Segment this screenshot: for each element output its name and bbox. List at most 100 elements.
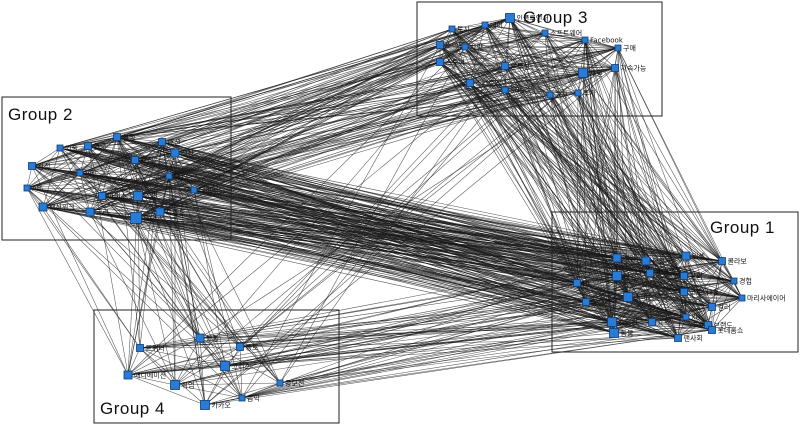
edge-577 — [504, 65, 679, 339]
edge-1026 — [224, 365, 243, 399]
node-label: 소프트웨어 — [550, 29, 582, 38]
node-marker — [461, 43, 469, 51]
edge-762 — [79, 46, 466, 174]
node-marker — [612, 253, 622, 263]
edge-914 — [127, 24, 486, 376]
edge-559 — [613, 67, 616, 334]
node-g3-0: 인플루언서 — [505, 13, 549, 23]
node-marker — [38, 202, 48, 212]
edge-592 — [89, 211, 713, 331]
node-label: 스토어 — [446, 58, 465, 67]
edge-413 — [504, 89, 743, 299]
edge-386 — [582, 72, 587, 303]
edge-818 — [42, 195, 139, 208]
edge-981 — [504, 65, 616, 69]
node-label: 규칙 — [141, 157, 154, 165]
edge-412 — [469, 82, 743, 299]
edge-101 — [484, 24, 687, 257]
node-g1-12: 마리사에이어 — [738, 294, 786, 303]
edge-569 — [101, 195, 679, 339]
edge-841 — [193, 82, 471, 191]
node-g1-20: 롯데홈쇼 — [708, 326, 744, 335]
node-label: 환경 — [624, 272, 637, 281]
edge-885 — [135, 217, 201, 339]
edge-1004 — [549, 92, 579, 96]
edge-552 — [159, 211, 615, 334]
node-g3-7: 구매 — [614, 45, 636, 53]
node-marker — [98, 192, 106, 200]
node-g2-16: 패팅 — [130, 212, 156, 224]
edge-539 — [279, 324, 709, 384]
node-marker — [582, 298, 590, 306]
node-label: Facebook — [590, 37, 624, 45]
node-label: 쇼핑 — [145, 192, 158, 201]
edge-1002 — [504, 89, 579, 94]
edge-591 — [137, 195, 713, 331]
node-label: 패션 — [168, 138, 181, 147]
node-marker — [581, 36, 589, 44]
edge-961 — [464, 46, 584, 74]
node-g3-5: 스마트 — [436, 41, 465, 50]
edge-226 — [439, 44, 685, 277]
node-g2-10: 아이스 — [98, 192, 127, 201]
node-g2-14: 크리 — [85, 208, 109, 217]
node-marker — [718, 257, 726, 265]
edge-580 — [239, 337, 679, 348]
edge-433 — [509, 17, 713, 308]
edge-799 — [26, 187, 129, 376]
edge-464 — [504, 65, 613, 323]
node-label: 컬러 — [718, 303, 731, 312]
edge-108 — [241, 255, 687, 399]
node-marker — [448, 25, 456, 33]
edge-542 — [613, 329, 713, 334]
edge-886 — [135, 217, 206, 406]
edge-939 — [584, 39, 616, 69]
node-label: 데이터 — [199, 186, 218, 195]
node-label: 구획 — [690, 272, 703, 281]
edge-839 — [193, 65, 506, 191]
edge-525 — [174, 152, 709, 326]
node-g4-7: 취업 — [170, 380, 195, 390]
edge-910 — [484, 24, 616, 69]
edge-532 — [484, 24, 709, 326]
node-label: 스타일 — [619, 318, 638, 327]
edge-1013 — [127, 347, 141, 376]
node-g1-3: IT — [573, 279, 590, 288]
node-g1-16: XR — [682, 314, 701, 322]
edge-1022 — [127, 365, 226, 376]
edge-980 — [439, 61, 579, 94]
node-g4-4: 그리스 — [220, 361, 251, 371]
node-marker — [190, 186, 198, 194]
node-g4-3: 애니메이션 — [123, 371, 166, 380]
edge-726 — [42, 159, 136, 208]
edge-823 — [137, 28, 453, 197]
node-g2-7: VR — [76, 170, 95, 178]
edge-691 — [161, 17, 511, 143]
edge-991 — [549, 67, 616, 96]
edge-902 — [451, 24, 486, 30]
node-label: 쇼츠 — [658, 319, 671, 327]
node-marker — [238, 394, 246, 402]
node-label: 투자 — [583, 89, 596, 98]
edge-514 — [582, 72, 687, 318]
edge-997 — [469, 82, 579, 94]
node-g4-0: 통통 — [195, 333, 219, 343]
edge-436 — [544, 32, 713, 308]
node-g2-5: 규칙 — [131, 156, 154, 165]
node-g3-12: 채널 — [578, 68, 602, 78]
edge-959 — [464, 46, 506, 67]
edge-852 — [42, 89, 506, 208]
edge-29 — [509, 17, 618, 259]
node-g1-14: 스타일 — [607, 317, 638, 327]
node-marker — [236, 343, 244, 351]
edge-943 — [549, 39, 586, 96]
node-marker — [680, 272, 688, 280]
edge-561 — [577, 92, 615, 334]
node-marker — [501, 62, 509, 70]
edge-929 — [544, 32, 619, 49]
node-g2-6: 성정 — [170, 149, 194, 158]
node-label: 취업 — [182, 382, 195, 390]
node-g2-2: 설정 — [113, 133, 135, 142]
